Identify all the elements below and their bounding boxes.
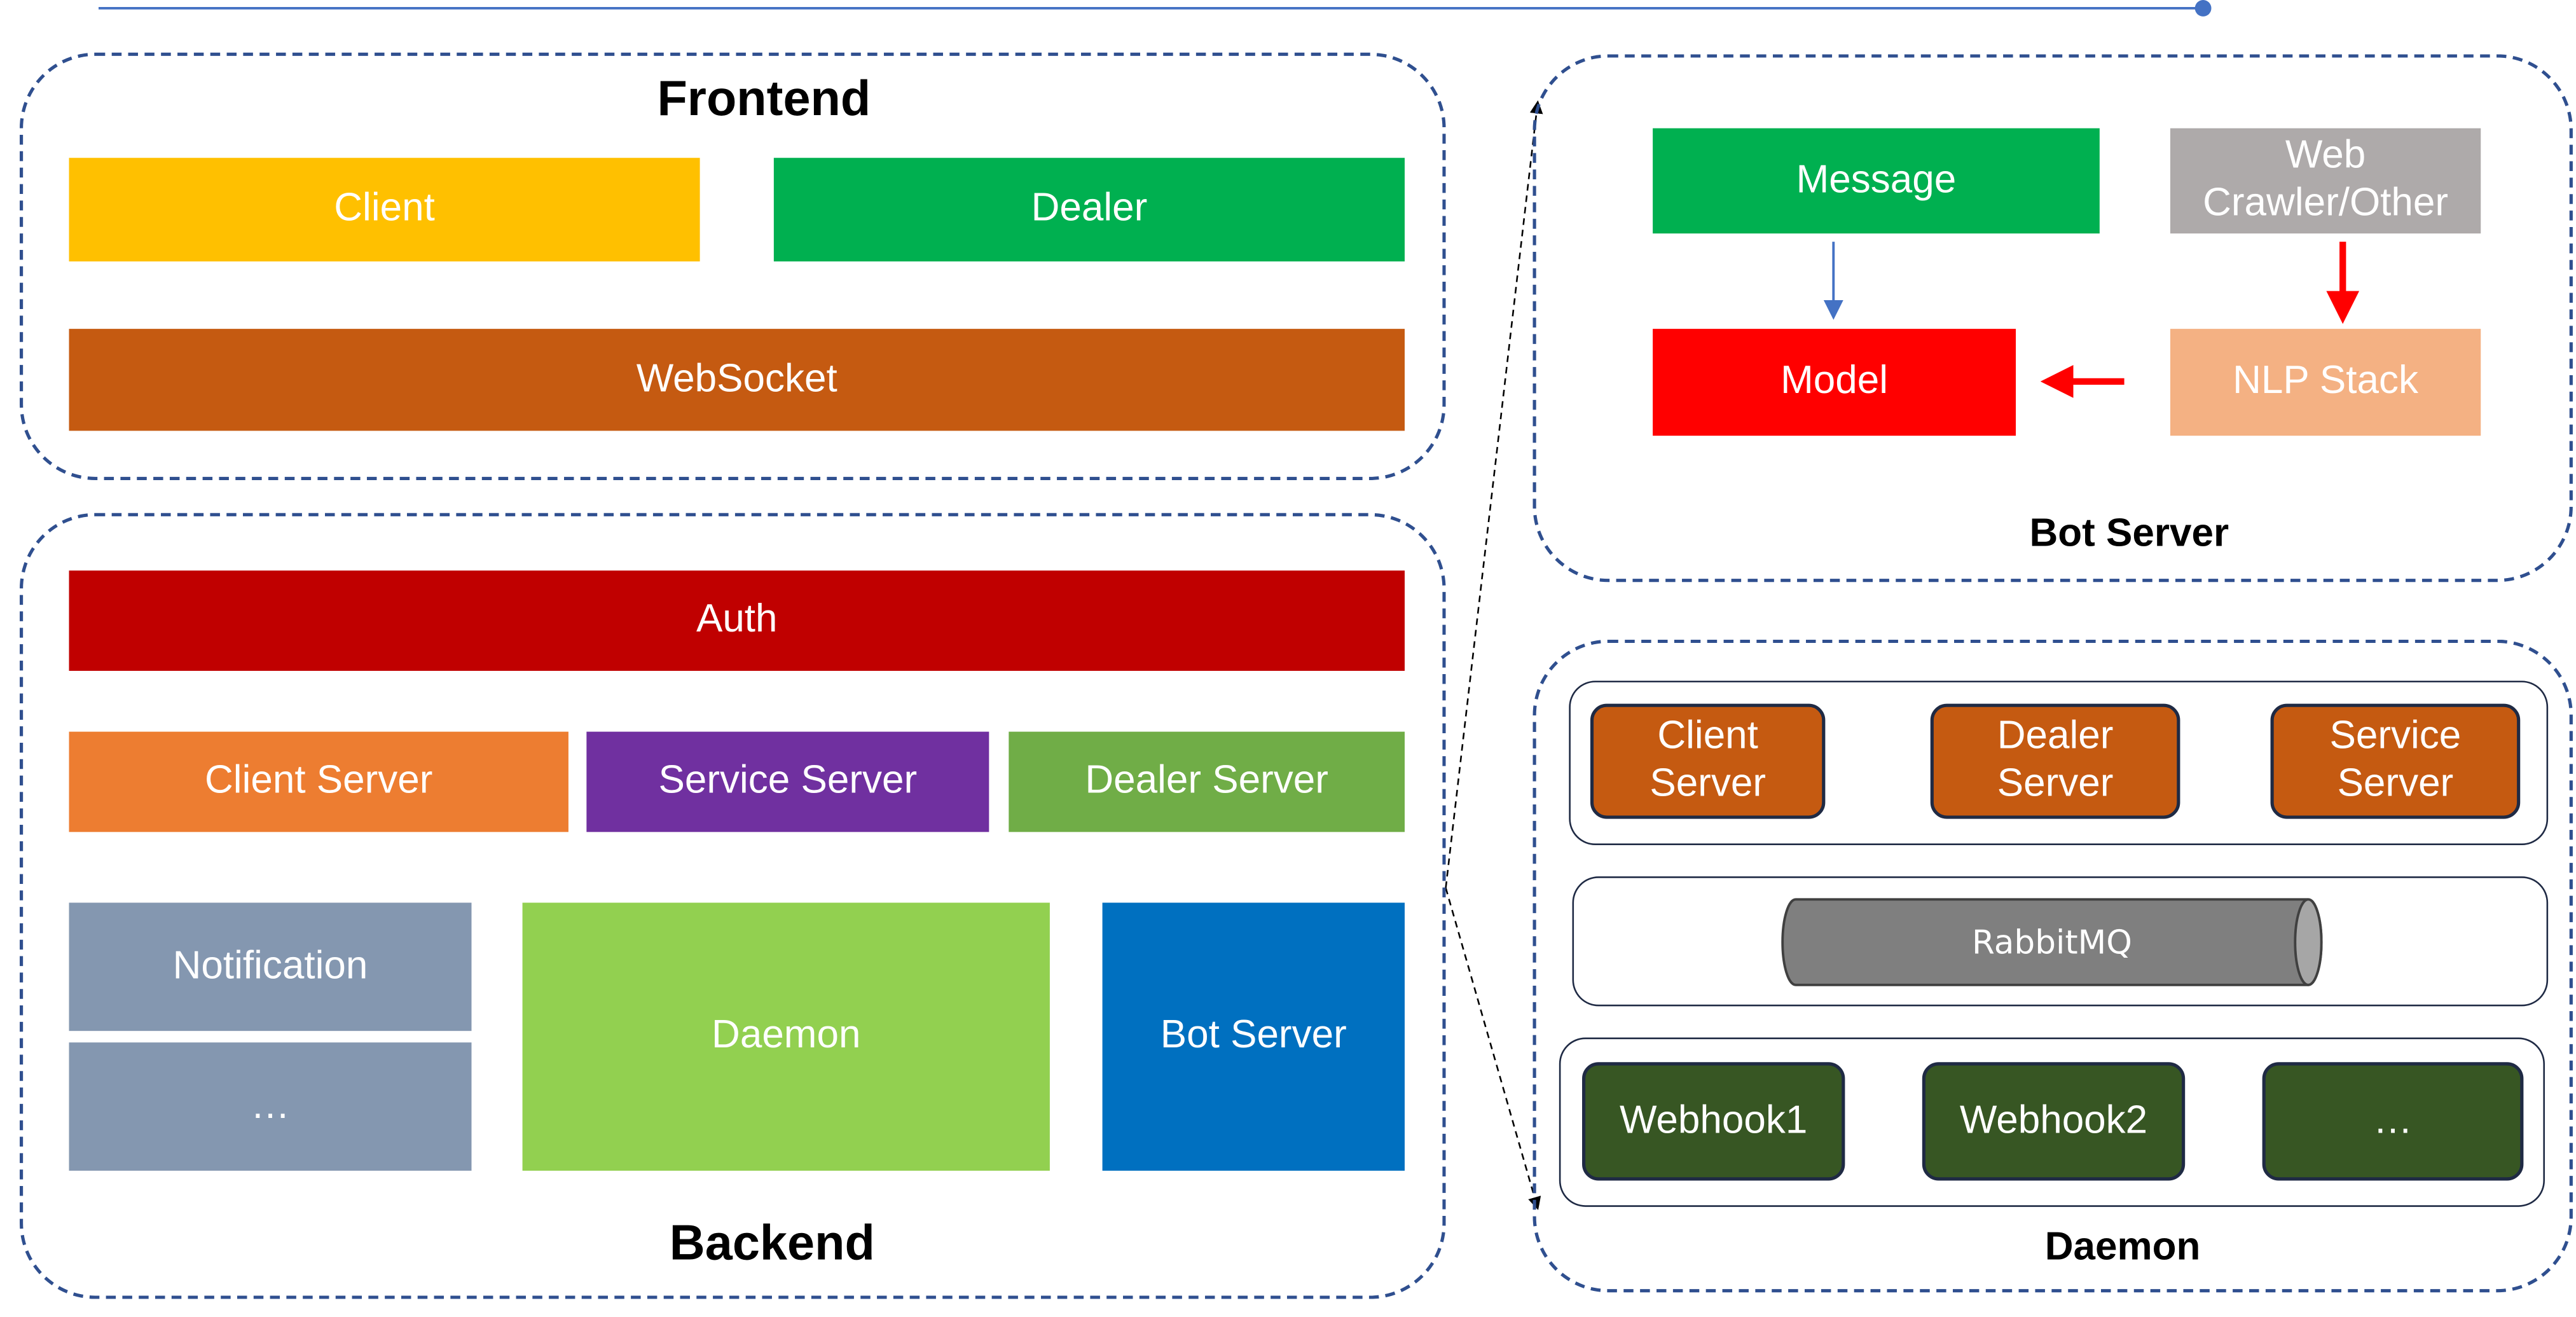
zoom-line-daemon — [1445, 887, 1541, 1210]
nlp-stack-box: NLP Stack — [2170, 329, 2481, 436]
client-server-box: Client Server — [69, 731, 568, 832]
webhook1-box: Webhook1 — [1582, 1062, 1845, 1181]
bot-server-panel — [1533, 54, 2573, 583]
daemon-title: Daemon — [2044, 1225, 2201, 1270]
frontend-panel — [20, 52, 1446, 480]
service-server-box: Service Server — [586, 731, 989, 832]
daemon-box: Daemon — [522, 902, 1050, 1171]
frontend-title: Frontend — [657, 72, 871, 127]
webhook-ellipsis-box: … — [2262, 1062, 2524, 1181]
notification-box: Notification — [69, 902, 472, 1031]
daemon-panel — [1533, 639, 2573, 1293]
model-box: Model — [1653, 329, 2016, 436]
rabbitmq-label: RabbitMQ — [1971, 922, 2132, 962]
daemon-dealer-server-box: Dealer Server — [1930, 703, 2180, 819]
ellipsis-box: … — [69, 1042, 472, 1171]
message-box: Message — [1653, 128, 2100, 234]
daemon-service-server-box: Service Server — [2270, 703, 2521, 819]
webhook2-box: Webhook2 — [1922, 1062, 2186, 1181]
web-crawler-box: Web Crawler/Other — [2170, 128, 2481, 234]
backend-title: Backend — [669, 1217, 875, 1271]
dealer-box: Dealer — [773, 158, 1405, 262]
zoom-line-bot-server — [1445, 100, 1543, 888]
dealer-server-box: Dealer Server — [1009, 731, 1405, 832]
bot-server-box: Bot Server — [1102, 902, 1405, 1171]
bot-server-title: Bot Server — [2029, 511, 2229, 556]
client-box: Client — [69, 158, 700, 262]
rabbitmq-cylinder — [1781, 898, 2323, 986]
websocket-box: WebSocket — [69, 329, 1405, 431]
top-rule-endpoint — [2194, 0, 2212, 17]
backend-panel — [20, 513, 1446, 1299]
auth-box: Auth — [69, 570, 1405, 671]
daemon-client-server-box: Client Server — [1590, 703, 1826, 819]
